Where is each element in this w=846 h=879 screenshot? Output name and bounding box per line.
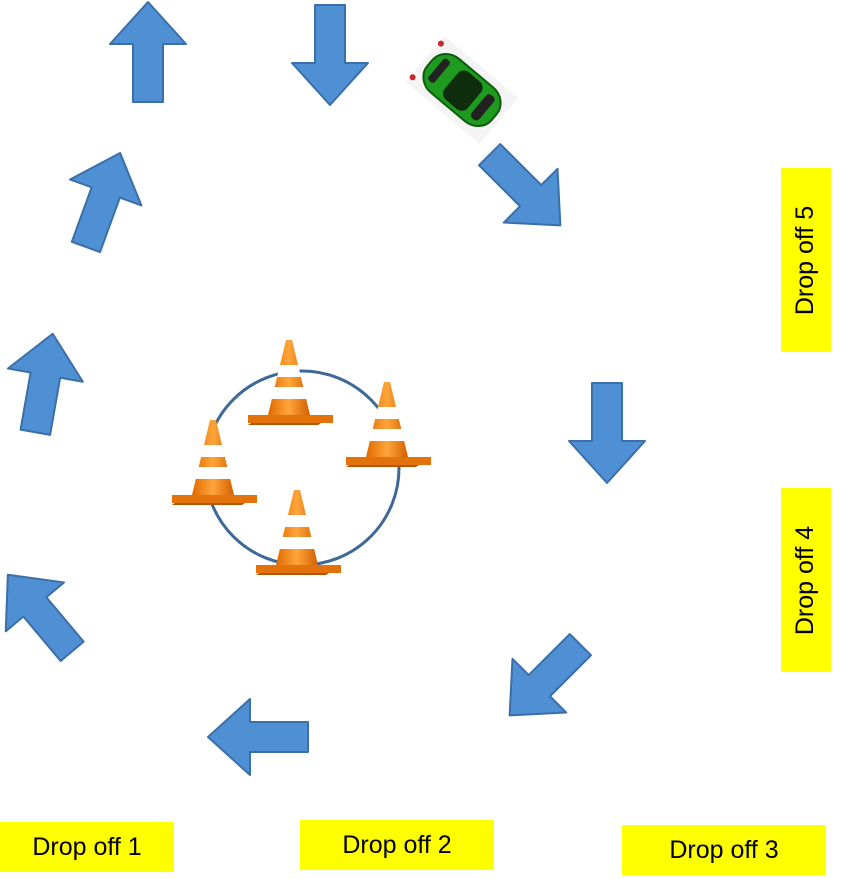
drop-off-2-label: Drop off 2 [300, 820, 494, 870]
drop-off-1-label: Drop off 1 [0, 822, 174, 872]
traffic-cone-icon [248, 340, 333, 425]
arrow-icon [0, 549, 103, 677]
arrow-icon [568, 382, 646, 484]
arrow-icon [461, 126, 589, 254]
arrow-icon [49, 139, 157, 261]
traffic-cone-icon [346, 382, 431, 467]
arrow-icon [0, 326, 92, 440]
drop-off-4-label: Drop off 4 [781, 488, 831, 672]
drop-off-5-label: Drop off 5 [781, 168, 831, 352]
car-icon [405, 36, 519, 144]
arrow-icon [109, 1, 187, 103]
traffic-cone-icon [172, 420, 257, 505]
arrow-icon [481, 616, 609, 744]
drop-off-3-label: Drop off 3 [622, 825, 826, 875]
arrow-icon [291, 4, 369, 106]
arrow-icon [207, 698, 309, 776]
